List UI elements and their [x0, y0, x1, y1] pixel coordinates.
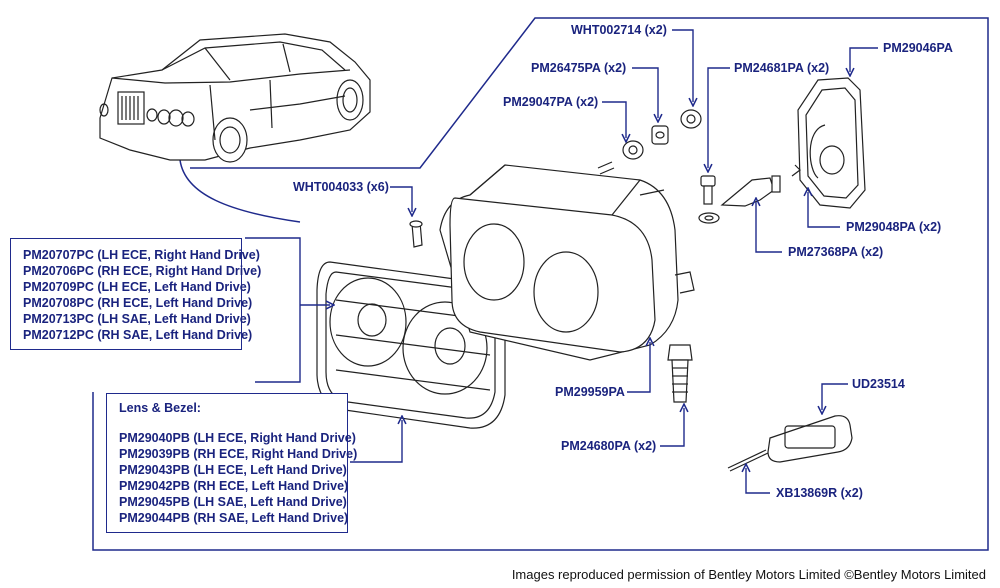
lens-line-6[interactable]: PM29044PB (RH SAE, Left Hand Drive) — [119, 511, 349, 525]
car-illustration — [99, 33, 371, 163]
headlamp-assembly-box: PM20707PC (LH ECE, Right Hand Drive) PM2… — [10, 238, 262, 350]
label-pm29959pa[interactable]: PM29959PA — [555, 385, 625, 399]
lens-bezel-box: Lens & Bezel: PM29040PB (LH ECE, Right H… — [106, 393, 358, 533]
copyright-footer: Images reproduced permission of Bentley … — [511, 567, 986, 582]
headlamp-line-2[interactable]: PM20706PC (RH ECE, Right Hand Drive) — [23, 264, 262, 278]
lens-line-5[interactable]: PM29045PB (LH SAE, Left Hand Drive) — [119, 495, 347, 509]
label-pm29046pa[interactable]: PM29046PA — [883, 41, 953, 55]
label-pm29048pa[interactable]: PM29048PA (x2) — [846, 220, 942, 234]
headlamp-line-6[interactable]: PM20712PC (RH SAE, Left Hand Drive) — [23, 328, 253, 342]
label-pm29047pa[interactable]: PM29047PA (x2) — [503, 95, 599, 109]
headlamp-line-4[interactable]: PM20708PC (RH ECE, Left Hand Drive) — [23, 296, 253, 310]
leader-lines — [245, 29, 878, 494]
headlamp-line-1[interactable]: PM20707PC (LH ECE, Right Hand Drive) — [23, 248, 260, 262]
lens-line-4[interactable]: PM29042PB (RH ECE, Left Hand Drive) — [119, 479, 349, 493]
outer-frame — [92, 17, 989, 551]
car-leader-line — [179, 159, 301, 223]
lens-box-spacer — [119, 416, 347, 430]
housing-drawing — [439, 161, 695, 361]
headlamp-line-5[interactable]: PM20713PC (LH SAE, Left Hand Drive) — [23, 312, 251, 326]
label-pm27368pa[interactable]: PM27368PA (x2) — [788, 245, 884, 259]
rear-cover-drawing — [791, 77, 866, 209]
label-ud23514[interactable]: UD23514 — [852, 377, 905, 391]
headlamp-line-3[interactable]: PM20709PC (LH ECE, Left Hand Drive) — [23, 280, 251, 294]
small-parts — [409, 109, 853, 472]
label-pm26475pa[interactable]: PM26475PA (x2) — [531, 61, 627, 75]
lens-line-1[interactable]: PM29040PB (LH ECE, Right Hand Drive) — [119, 431, 356, 445]
label-xb13869r[interactable]: XB13869R (x2) — [776, 486, 863, 500]
label-pm24680pa[interactable]: PM24680PA (x2) — [561, 439, 657, 453]
lens-line-2[interactable]: PM29039PB (RH ECE, Right Hand Drive) — [119, 447, 358, 461]
label-pm24681pa[interactable]: PM24681PA (x2) — [734, 61, 830, 75]
lens-box-title: Lens & Bezel: — [119, 401, 201, 415]
label-wht004033[interactable]: WHT004033 (x6) — [293, 180, 389, 194]
lens-line-3[interactable]: PM29043PB (LH ECE, Left Hand Drive) — [119, 463, 347, 477]
label-wht002714[interactable]: WHT002714 (x2) — [571, 23, 667, 37]
